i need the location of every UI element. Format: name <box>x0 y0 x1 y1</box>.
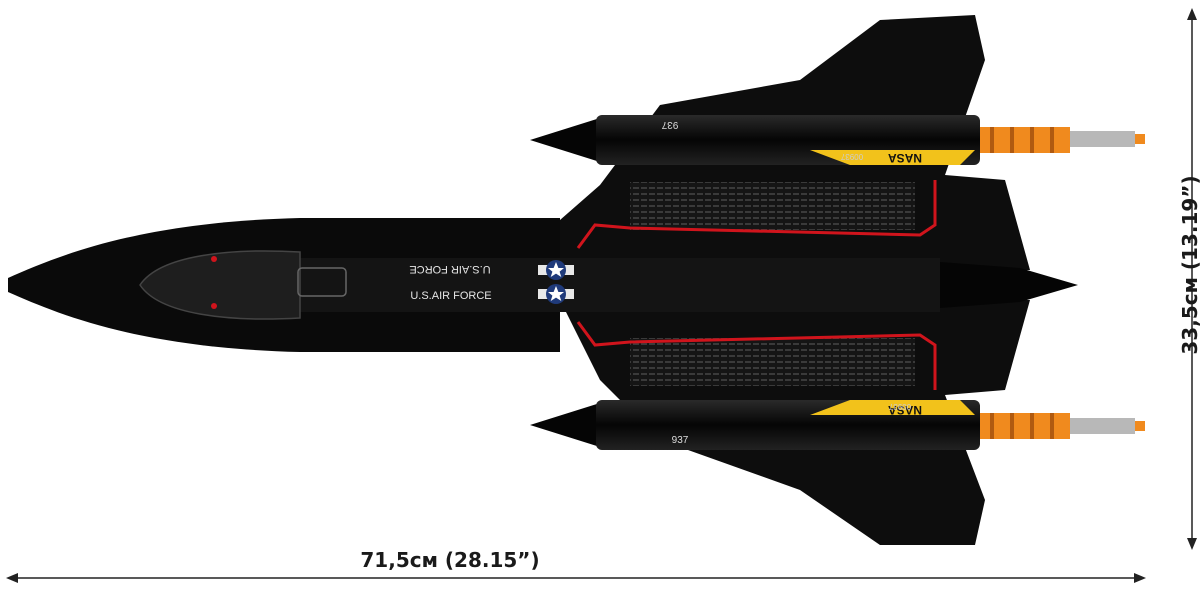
air-force-marking-top: U.S.AIR FORCE <box>409 263 490 275</box>
lower-engine-nacelle: NASA 937 00937 <box>530 400 1145 450</box>
star-insignia-bottom <box>538 284 574 304</box>
cockpit-canopy <box>139 250 301 320</box>
svg-text:937: 937 <box>661 119 678 130</box>
tail-cone <box>940 262 1078 308</box>
red-light-bottom <box>211 303 217 309</box>
star-insignia-top <box>538 260 574 280</box>
red-light-top <box>211 256 217 262</box>
cockpit-window <box>297 267 347 297</box>
lower-red-trim <box>576 321 937 390</box>
height-dimension-arrow <box>1187 8 1197 550</box>
air-force-marking-bottom: U.S.AIR FORCE <box>410 290 491 302</box>
lower-wing-grille <box>630 338 915 386</box>
width-dimension-arrow <box>6 573 1146 583</box>
upper-wing-grille <box>630 182 915 230</box>
fuselage-center <box>300 258 940 312</box>
height-dimension-label: 33,5см (13.19”) <box>1178 175 1200 355</box>
svg-text:937: 937 <box>672 435 689 446</box>
svg-text:00937: 00937 <box>888 402 911 411</box>
svg-text:00937: 00937 <box>840 152 863 161</box>
width-dimension-label: 71,5см (28.15”) <box>360 548 540 572</box>
svg-text:NASA: NASA <box>888 403 922 417</box>
upper-red-trim <box>576 180 937 249</box>
upper-engine-nacelle: NASA 937 00937 <box>530 115 1145 165</box>
svg-text:NASA: NASA <box>888 151 922 165</box>
